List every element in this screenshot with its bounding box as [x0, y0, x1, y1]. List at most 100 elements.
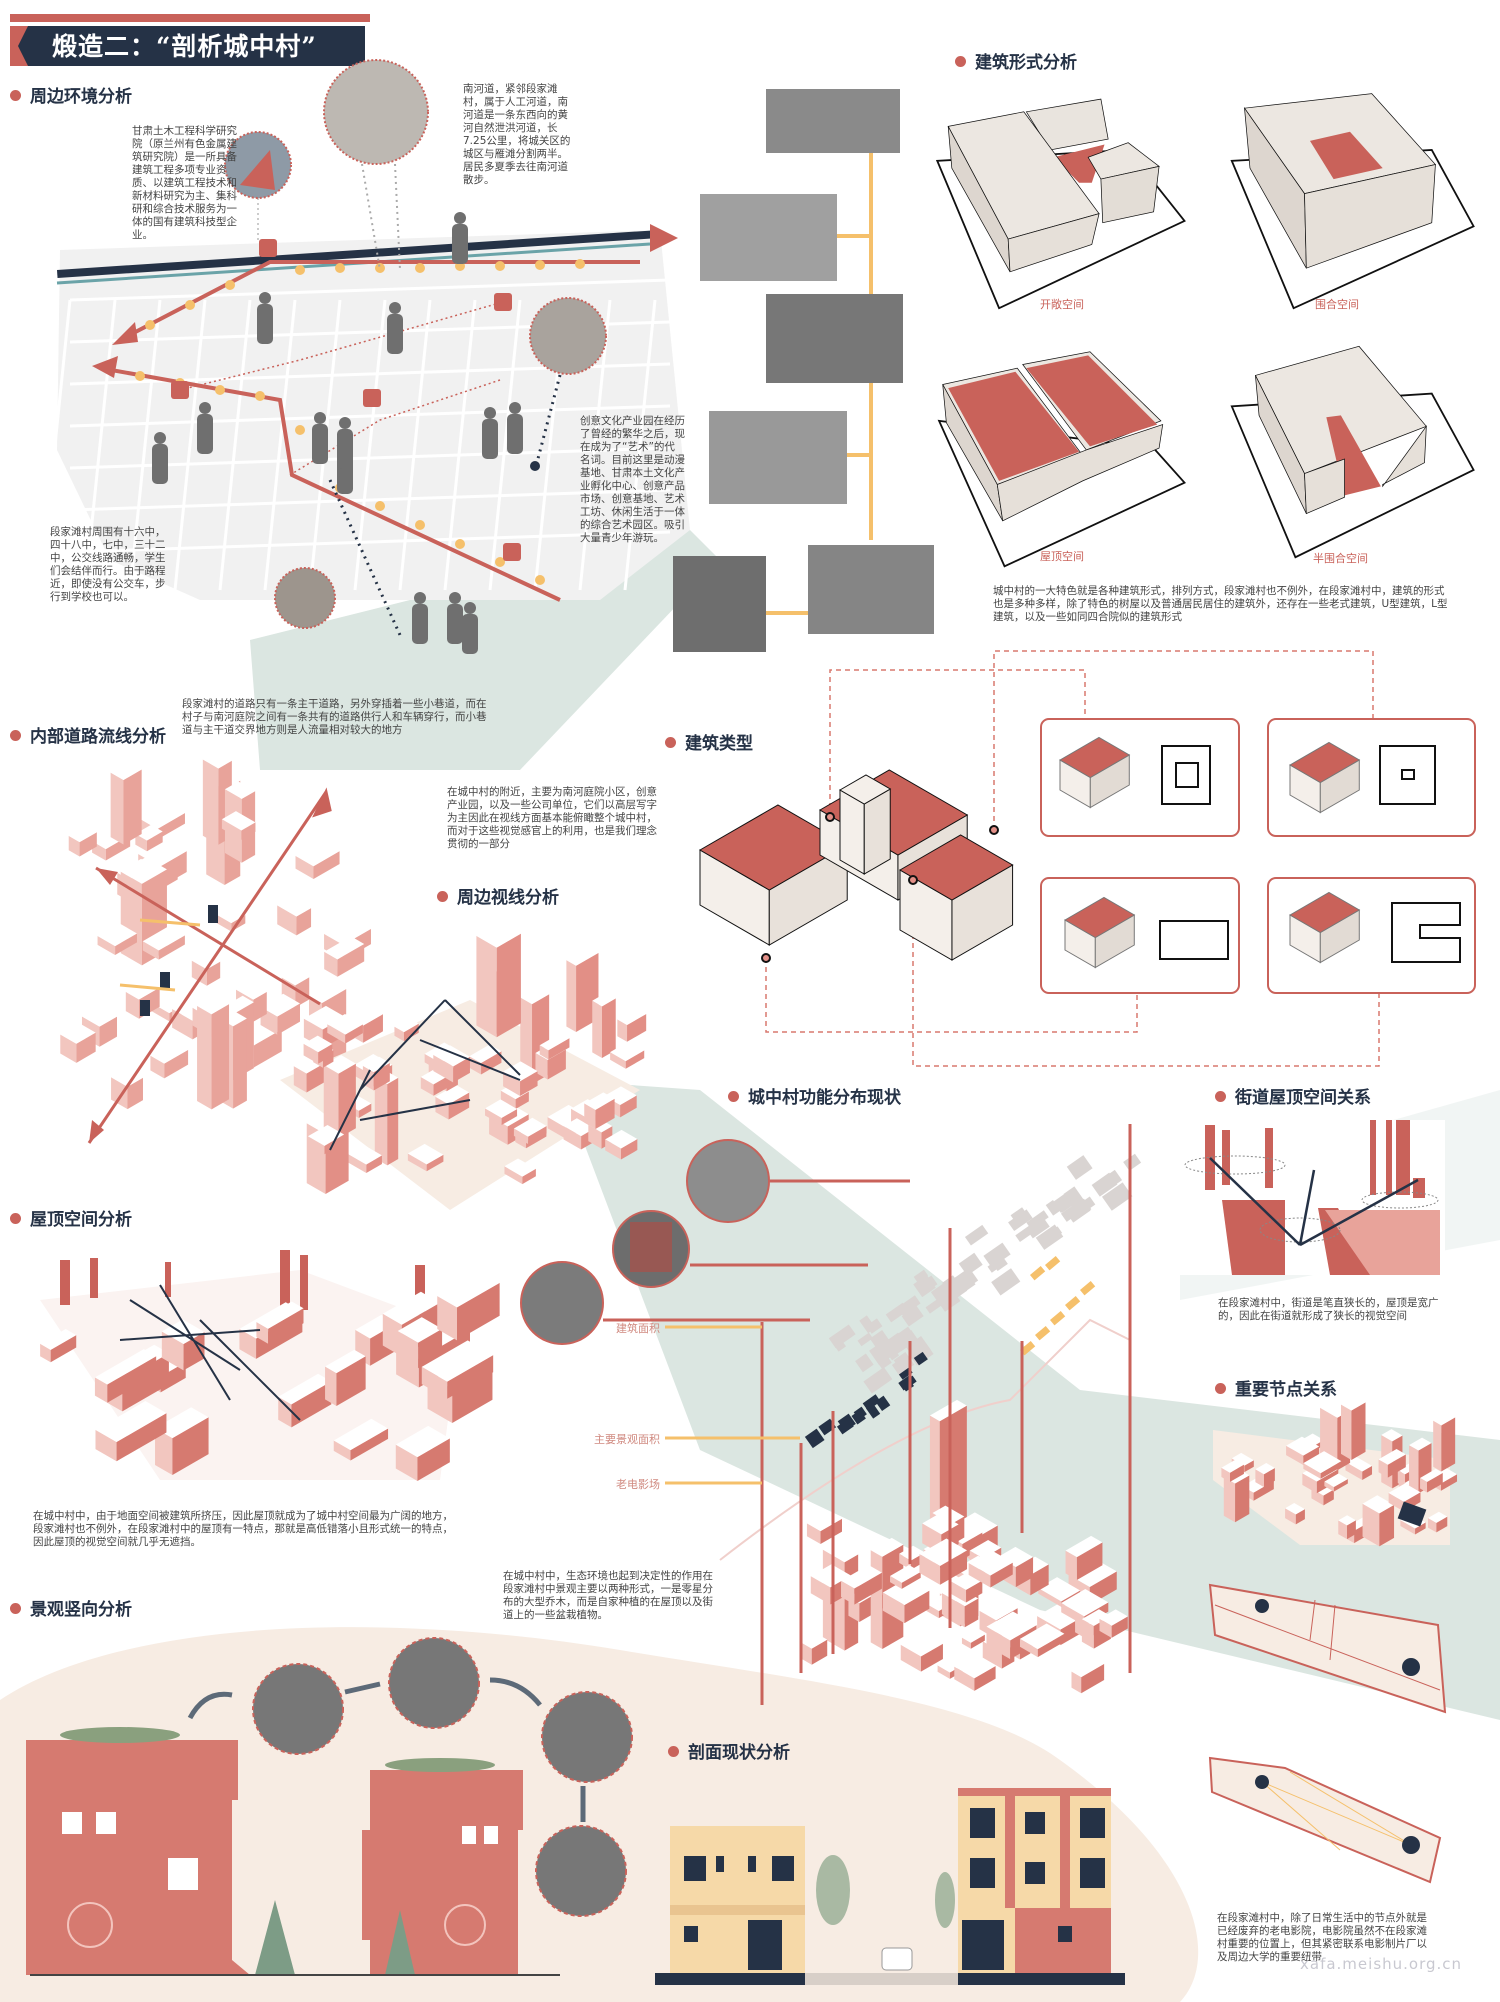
view-arrow: [159, 1284, 231, 1401]
bullet-dot-icon: [10, 1603, 21, 1614]
block-face: [926, 1603, 939, 1619]
cinema-footprint: [1050, 1311, 1066, 1326]
block-roof: [870, 1537, 904, 1557]
person-head-icon: [259, 292, 271, 304]
block-roof: [135, 800, 185, 829]
gray-building-footprint: [1057, 1198, 1074, 1213]
block-face: [1409, 1445, 1419, 1494]
block-face: [882, 1592, 905, 1624]
block-face: [206, 961, 221, 986]
block-face: [920, 1643, 943, 1672]
gray-building-footprint: [923, 1275, 938, 1290]
block-roof: [1221, 1459, 1244, 1473]
map-street-line: [578, 299, 612, 591]
block-roof: [605, 1129, 638, 1149]
heading-label: 建筑形式分析: [975, 53, 1077, 73]
block-roof: [97, 923, 137, 947]
block-face: [937, 1665, 950, 1679]
block-roof: [209, 902, 246, 924]
gray-building-footprint: [989, 1251, 1008, 1272]
block-roof: [1286, 1436, 1320, 1456]
heading-label: 内部道路流线分析: [30, 727, 166, 747]
block-face: [293, 1066, 307, 1093]
block-face: [97, 936, 116, 956]
block-roof: [1231, 1452, 1254, 1466]
block-face: [1320, 1461, 1342, 1479]
block-face: [1333, 1478, 1348, 1492]
gray-building-footprint: [1101, 1182, 1133, 1211]
block-roof: [395, 1425, 450, 1458]
building-types: [699, 650, 1476, 1067]
gray-building-footprint: [958, 1252, 983, 1276]
block-face: [426, 1154, 444, 1172]
person-head-icon: [314, 412, 326, 424]
block-face: [256, 1321, 269, 1344]
block-face: [854, 1572, 882, 1605]
text-nanhe-river: 南河道，紧邻段家滩村，属于人工河道，南河道是一条东西向的黄河自然泄洪河道，长7.…: [463, 83, 571, 186]
block-face: [810, 1576, 831, 1605]
block-roof: [539, 1033, 570, 1051]
cinema-footprint: [1065, 1296, 1081, 1311]
sightline-arrow: [359, 1099, 471, 1121]
block-roof: [584, 1092, 615, 1110]
block-face: [476, 935, 497, 1038]
block-face: [158, 935, 185, 960]
block-face: [307, 1136, 325, 1155]
block-roof: [617, 1008, 647, 1026]
label-old-cinema: 老电影场: [616, 1478, 660, 1491]
block-face: [627, 1013, 647, 1042]
landscape-footprint: [865, 1403, 881, 1419]
block-roof: [333, 1418, 389, 1451]
block-roof: [1362, 1495, 1395, 1514]
heading-key-nodes: 重要节点关系: [1215, 1375, 1337, 1400]
block-roof: [504, 1158, 536, 1177]
block-face: [336, 1356, 366, 1406]
block-face: [155, 1428, 173, 1476]
block-roof: [1068, 1559, 1117, 1588]
block-roof: [394, 1018, 419, 1033]
block-face: [1285, 1508, 1296, 1525]
block-face: [40, 1343, 51, 1363]
block-face: [1076, 1542, 1103, 1580]
block-face: [1420, 1477, 1428, 1493]
block-face: [337, 943, 365, 977]
block-roof: [327, 1014, 363, 1035]
block-roof: [111, 1068, 143, 1087]
block-face: [99, 1016, 118, 1047]
block-roof: [142, 926, 185, 951]
person-head-icon: [449, 592, 461, 604]
block-face: [1302, 1473, 1317, 1494]
heading-street-roof: 街道屋顶空间关系: [1215, 1083, 1371, 1108]
block-roof: [95, 1401, 167, 1442]
gray-building-footprint: [1066, 1155, 1093, 1180]
block-face: [1340, 1404, 1352, 1460]
block-face: [233, 1018, 247, 1109]
block-face: [1362, 1465, 1373, 1481]
block-face: [1030, 1564, 1049, 1596]
block-roof: [1303, 1451, 1342, 1474]
block-face: [481, 1051, 502, 1075]
person-head-icon: [414, 592, 426, 604]
block-roof: [433, 1045, 470, 1067]
block-roof: [125, 979, 160, 1000]
block-face: [417, 1438, 450, 1481]
person-head-icon: [454, 212, 466, 224]
block-roof: [135, 824, 163, 841]
landscape-footprint: [837, 1413, 856, 1432]
block-roof: [932, 1505, 965, 1524]
person-head-icon: [339, 417, 351, 429]
block-face: [1253, 1481, 1274, 1501]
bullet-dot-icon: [10, 90, 21, 101]
block-face: [1351, 1402, 1366, 1460]
block-face: [420, 1077, 434, 1096]
block-face: [418, 1328, 443, 1369]
block-roof: [1285, 1502, 1305, 1515]
landscape-footprint: [862, 1394, 881, 1411]
block-face: [325, 1366, 337, 1406]
block-face: [503, 1071, 521, 1096]
gray-building-footprint: [1026, 1210, 1049, 1230]
block-face: [164, 1049, 189, 1079]
block-roof: [110, 762, 142, 781]
block-roof: [382, 1291, 440, 1325]
heading-label: 周边视线分析: [457, 888, 559, 908]
